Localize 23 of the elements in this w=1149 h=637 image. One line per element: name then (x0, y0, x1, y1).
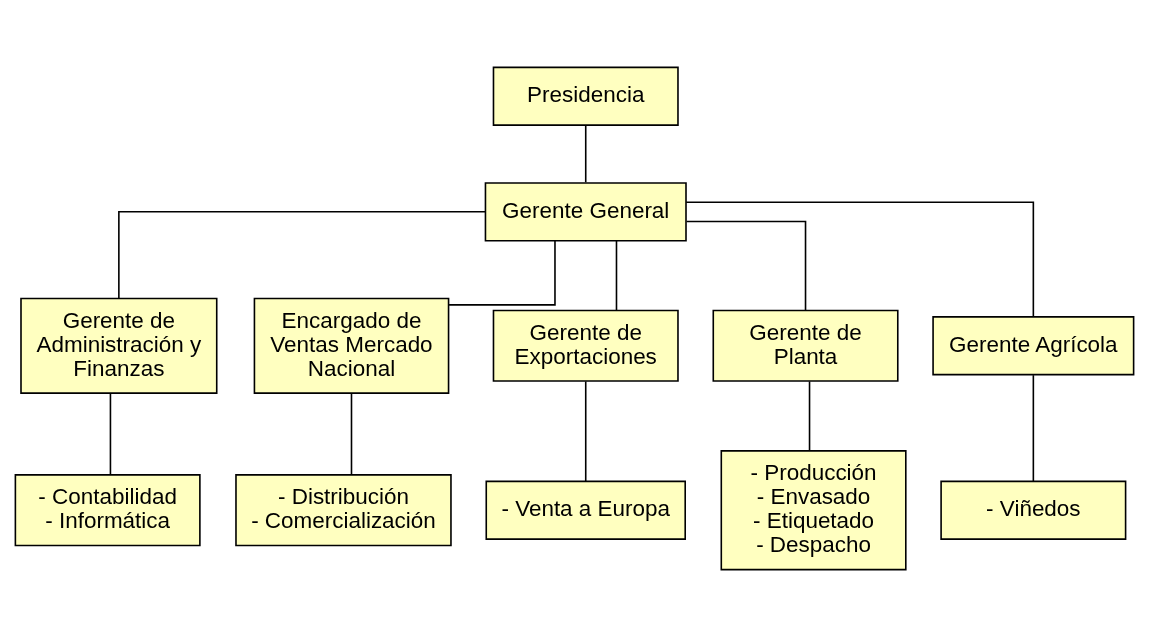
node-box: Gerente General (484, 182, 687, 242)
connector (109, 392, 112, 476)
connector (584, 124, 587, 184)
connector (685, 201, 1035, 318)
node-box: Gerente de Exportaciones (492, 309, 679, 382)
node-box: - Venta a Europa (485, 480, 686, 540)
connector (615, 240, 618, 311)
connector (584, 380, 587, 482)
node-box: - Producción - Envasado - Etiquetado - Despacho (720, 450, 907, 571)
node-box: - Viñedos (940, 480, 1127, 540)
connector (808, 380, 811, 452)
node-box: Encargado de Ventas Mercado Nacional (253, 297, 450, 394)
connector (685, 220, 807, 312)
connector (118, 211, 486, 299)
node-box: - Distribución - Comercialización (235, 474, 452, 547)
node-box: Presidencia (492, 66, 679, 126)
connector (350, 392, 353, 476)
node-box: - Contabilidad - Informática (14, 474, 201, 547)
node-box: Gerente de Planta (712, 309, 899, 382)
connector (1032, 374, 1035, 482)
connector (448, 239, 556, 306)
node-box: Gerente de Administración y Finanzas (20, 297, 218, 394)
node-box: Gerente Agrícola (932, 316, 1135, 376)
